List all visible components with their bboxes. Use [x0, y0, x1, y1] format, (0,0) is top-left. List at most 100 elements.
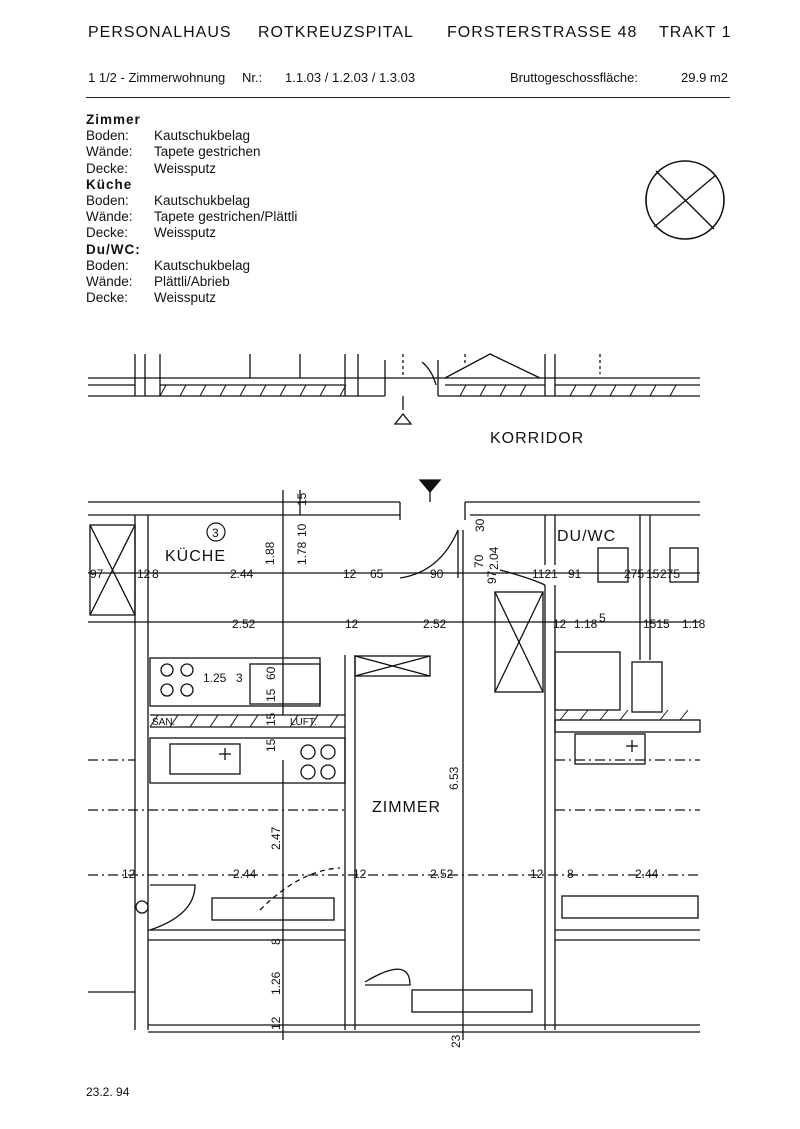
- room-marker-icon: [206, 522, 226, 542]
- finish-label: Boden:: [86, 257, 129, 273]
- dim-label: 8: [152, 567, 159, 581]
- floor-plan: KORRIDOR KÜCHE DU/WC ZIMMER 3 SAN. LUFT.…: [88, 353, 706, 1048]
- dim-label: 65: [370, 567, 384, 581]
- finish-value: Kautschukbelag: [154, 128, 251, 144]
- finish-row: Boden:Kautschukbelag: [86, 258, 416, 274]
- header-hospital: ROTKREUZSPITAL: [258, 24, 414, 41]
- area-value: 29.9 m2: [681, 70, 728, 85]
- dim-label: 12: [353, 867, 367, 881]
- finish-section-title: Du/WC:: [86, 241, 141, 257]
- wall-hatching: [149, 384, 689, 728]
- document-subheader: 1 1/2 - Zimmerwohnung Nr.: 1.1.03 / 1.2.…: [88, 70, 730, 88]
- dim-label: 15: [264, 738, 278, 752]
- dim-label: 1515: [643, 617, 670, 631]
- finish-row: Boden: Kautschukbelag: [86, 128, 416, 144]
- dim-label: 1.18: [574, 617, 598, 631]
- plan-linework: [88, 353, 701, 1040]
- dim-label: 1.88: [263, 541, 277, 565]
- unit-nr-label: Nr.:: [242, 70, 263, 85]
- dim-label: 2.04: [487, 546, 501, 570]
- area-label: Bruttogeschossfläche:: [510, 70, 638, 85]
- dim-label: 2.52: [232, 617, 256, 631]
- finish-label: Wände:: [86, 209, 133, 225]
- dim-label: 3: [236, 671, 243, 685]
- finish-value: Tapete gestrichen/Plättli: [154, 209, 298, 225]
- dim-label: 275: [624, 567, 644, 581]
- dim-label: 70: [472, 554, 486, 568]
- dim-label: 2.44: [230, 567, 254, 581]
- dim-label: 2.44: [233, 867, 257, 881]
- header-divider: [86, 97, 730, 98]
- finish-label: Boden:: [86, 193, 129, 209]
- finish-row: Decke: Weissputz: [86, 290, 416, 306]
- room-labels: KORRIDOR KÜCHE DU/WC ZIMMER: [165, 430, 616, 816]
- finish-row: Decke: Weissputz: [86, 225, 416, 241]
- finish-label: Boden:: [86, 128, 129, 144]
- dim-label: 15: [295, 492, 309, 506]
- finish-label: Wände:: [86, 144, 133, 160]
- dim-label: 12: [137, 567, 151, 581]
- finish-value: Weissputz: [154, 290, 217, 306]
- document-header: PERSONALHAUS ROTKREUZSPITAL FORSTERSTRAS…: [88, 24, 732, 46]
- dim-label: 2.52: [430, 867, 454, 881]
- unit-numbers: 1.1.03 / 1.2.03 / 1.3.03: [285, 70, 416, 85]
- finish-section-title: Küche: [86, 176, 133, 192]
- room-korridor: KORRIDOR: [490, 430, 584, 447]
- room-kueche: KÜCHE: [165, 547, 226, 565]
- finish-value: Plättli/Abrieb: [154, 274, 230, 290]
- dim-label: 5: [599, 611, 606, 625]
- finish-label: Decke:: [86, 160, 129, 176]
- finish-row: Wände: Tapete gestrichen/Plättli: [86, 209, 416, 225]
- finish-value: Weissputz: [154, 225, 217, 241]
- dim-label: 23: [449, 1034, 463, 1048]
- header-wing: TRAKT 1: [659, 24, 732, 41]
- dimension-labels: 97 12 8 2.44 1.88 1.78 15 10 12 65 90 70…: [90, 492, 706, 1048]
- dim-label: 2.52: [423, 617, 447, 631]
- finish-label: Wände:: [86, 274, 133, 290]
- finish-value: Tapete gestrichen: [154, 144, 261, 160]
- dim-label: 12: [553, 617, 567, 631]
- finish-label: Decke:: [86, 225, 129, 241]
- dim-label: 1.78: [295, 541, 309, 565]
- finish-row: Wände: Plättli/Abrieb: [86, 274, 416, 290]
- finish-value: Kautschukbelag: [154, 193, 251, 209]
- label-san: SAN.: [152, 717, 175, 728]
- header-building: PERSONALHAUS: [88, 24, 232, 41]
- dim-label: 8: [269, 938, 283, 945]
- finish-row: Boden: Kautschukbelag: [86, 193, 416, 209]
- finish-row: Decke: Weissputz: [86, 161, 416, 177]
- dim-label: 10: [295, 523, 309, 537]
- finish-row: Wände: Tapete gestrichen: [86, 144, 416, 160]
- dim-label: 97: [90, 567, 104, 581]
- dim-label: 15: [646, 567, 660, 581]
- dim-label: 1.18: [682, 617, 706, 631]
- document-date: 23.2. 94: [86, 1085, 130, 1099]
- plan-annotations: SAN. LUFT.: [152, 717, 317, 728]
- room-zimmer: ZIMMER: [372, 799, 441, 816]
- dim-label: 15: [264, 712, 278, 726]
- dim-label: 12: [345, 617, 359, 631]
- finish-label: Decke:: [86, 290, 129, 306]
- dim-label: 30: [473, 518, 487, 532]
- unit-type: 1 1/2 - Zimmerwohnung: [88, 70, 226, 85]
- dim-label: 12: [343, 567, 357, 581]
- room-marker: 3: [212, 526, 219, 540]
- header-street: FORSTERSTRASSE 48: [447, 24, 638, 41]
- dim-label: 1121: [532, 567, 558, 581]
- dim-label: 97: [485, 570, 499, 584]
- dim-label: 2.47: [269, 826, 283, 850]
- dim-label: 12: [269, 1016, 283, 1030]
- dim-label: 12: [530, 867, 544, 881]
- dim-label: 275: [660, 567, 680, 581]
- room-duwc: DU/WC: [557, 528, 616, 545]
- dim-label: 2.44: [635, 867, 659, 881]
- dim-label: 8: [567, 867, 574, 881]
- finish-section-title: Zimmer: [86, 112, 141, 127]
- room-finishes: Zimmer Boden: Kautschukbelag Wände: Tapete…: [86, 112, 416, 306]
- north-arrow-icon: [645, 160, 725, 240]
- dim-label: 1.26: [269, 971, 283, 995]
- label-luft: LUFT.: [290, 717, 317, 728]
- dim-label: 91: [568, 567, 582, 581]
- finish-value: Weissputz: [154, 160, 217, 176]
- dim-label: 90: [430, 567, 444, 581]
